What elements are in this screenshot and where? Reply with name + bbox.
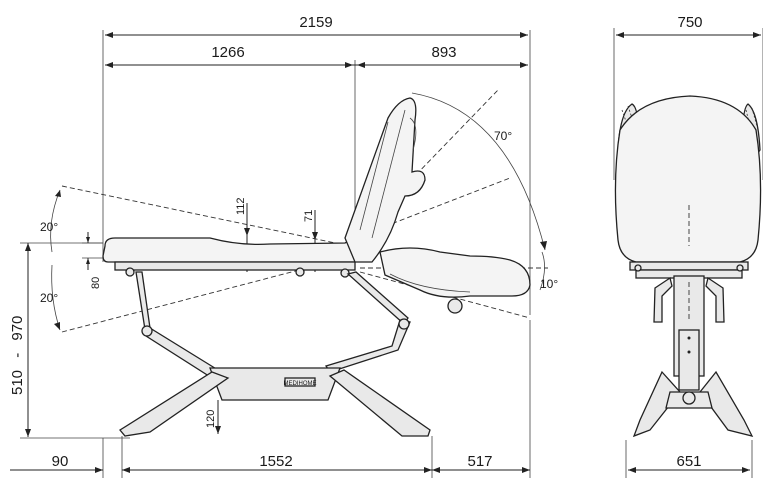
dimension-height-range: 510 - 970 — [9, 243, 31, 437]
dim-120: 120 — [205, 410, 217, 428]
front-foot-right — [699, 370, 754, 437]
dimension-120: 120 — [205, 400, 221, 434]
side-view: 2159 1266 893 510 - 970 — [9, 14, 558, 478]
angle-leg-tilt: 10° — [540, 277, 558, 291]
rear-arm — [135, 271, 219, 379]
dim-total-length: 2159 — [299, 14, 332, 31]
angle-back-tilt: 70° — [494, 129, 512, 143]
dim-chair-width: 750 — [677, 14, 702, 31]
dimension-seat-and-back: 1266 893 — [105, 44, 528, 68]
base-leg-rear — [119, 371, 230, 437]
svg-text:510 - 970: 510 - 970 — [9, 316, 26, 395]
dim-front-overhang: 517 — [467, 453, 492, 470]
seat-cushion — [102, 236, 356, 263]
base-leg-front — [328, 369, 431, 437]
angle-seat-down: 20° — [40, 291, 58, 305]
dimension-base-row: 90 1552 517 — [10, 320, 531, 478]
angle-seat-up: 20° — [40, 220, 58, 234]
dim-base-width: 651 — [676, 453, 701, 470]
backrest — [344, 97, 426, 263]
seat-frame-rail — [114, 261, 356, 271]
dim-height-sep: - — [9, 353, 26, 358]
front-foot-left — [632, 370, 681, 438]
front-arm — [346, 271, 409, 325]
dim-base-length: 1552 — [259, 453, 292, 470]
dimension-total-length: 2159 — [105, 14, 528, 38]
front-view: 750 651 — [613, 14, 763, 478]
dim-71: 71 — [303, 210, 315, 222]
brand-plate: MEDIHOME — [284, 381, 317, 387]
legrest — [379, 247, 531, 298]
front-backrest — [614, 95, 762, 263]
dim-back-length: 893 — [431, 44, 456, 61]
dim-80: 80 — [90, 277, 102, 289]
dim-112: 112 — [235, 197, 247, 215]
dim-seat-length: 1266 — [211, 44, 244, 61]
dimension-80: 80 — [82, 232, 103, 289]
base-plate — [284, 377, 316, 387]
dimension-71: 71 — [303, 210, 318, 272]
dim-height-min: 510 — [9, 370, 26, 395]
dim-rear-overhang: 90 — [52, 453, 69, 470]
dim-height-max: 970 — [9, 316, 26, 341]
base-housing — [209, 367, 341, 401]
